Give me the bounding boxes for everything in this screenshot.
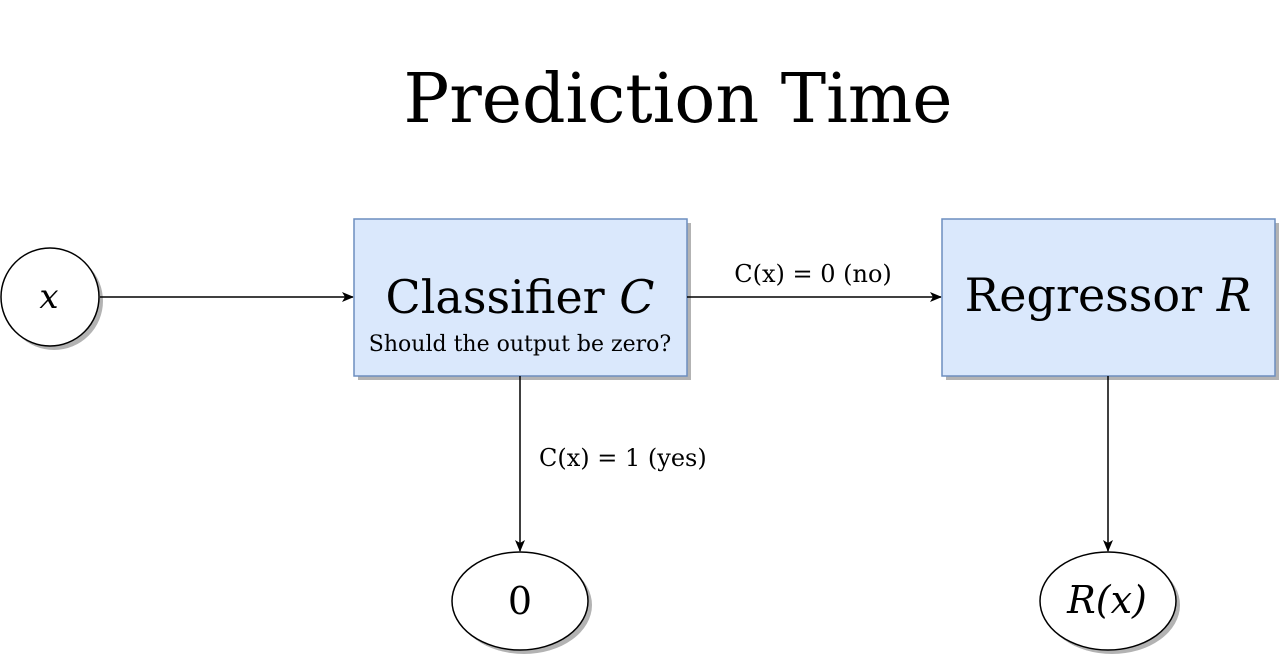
zero-output-node-label: 0 (508, 579, 532, 623)
regressor-output-node-label: R(x) (1066, 578, 1147, 622)
classifier-node-shape (353, 218, 688, 377)
classifier-node-label-symbol: C (619, 270, 654, 324)
input-node: x (0, 247, 103, 350)
regressor-node: Regressor R (941, 218, 1279, 380)
diagram-title: Prediction Time (403, 60, 952, 139)
regressor-output-node-shape (1039, 551, 1177, 651)
regressor-node-label-text: Regressor (965, 268, 1202, 322)
edge-classifier-to-zero-label: C(x) = 1 (yes) (539, 444, 707, 472)
classifier-node-label-text: Classifier (386, 270, 605, 324)
regressor-node-shape (941, 218, 1276, 377)
edge-classifier-to-regressor-label: C(x) = 0 (no) (734, 260, 892, 288)
zero-output-node-shape (451, 551, 589, 651)
regressor-output-node: R(x) (1039, 551, 1180, 654)
input-node-label: x (39, 277, 58, 317)
input-node-shape (0, 247, 100, 347)
regressor-node-label: Regressor R (965, 268, 1252, 322)
classifier-node-label: Classifier C (386, 270, 655, 324)
classifier-node-subtitle: Should the output be zero? (369, 332, 671, 357)
zero-output-node: 0 (451, 551, 592, 654)
classifier-node: Classifier C Should the output be zero? (353, 218, 691, 380)
regressor-node-label-symbol: R (1216, 268, 1252, 322)
